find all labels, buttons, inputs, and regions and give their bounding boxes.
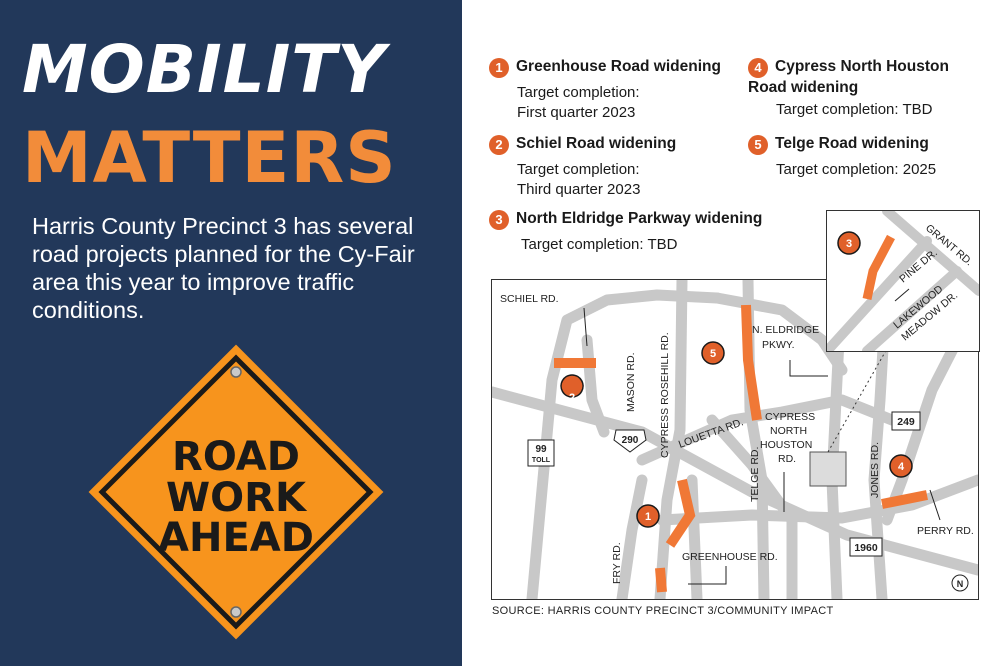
segment-cnh bbox=[881, 490, 928, 509]
sign-line-work: WORK bbox=[166, 475, 308, 521]
svg-text:249: 249 bbox=[897, 416, 915, 428]
svg-text:3: 3 bbox=[846, 238, 852, 250]
project-5-target: Target completion: 2025 bbox=[776, 161, 937, 178]
title-mobility: MOBILITY bbox=[22, 31, 387, 108]
map-marker-4: 4 bbox=[889, 454, 913, 478]
road-work-sign: ROAD WORK AHEAD bbox=[88, 344, 384, 640]
road-cypress-rosehill bbox=[654, 280, 688, 599]
label-mason: MASON RD. bbox=[625, 352, 637, 412]
label-fry: FRY RD. bbox=[611, 542, 623, 584]
svg-text:4: 4 bbox=[898, 461, 905, 473]
inset-svg: 3 GRANT RD. PINE DR. LAKEWOOD MEADOW DR. bbox=[827, 211, 979, 351]
project-5-name: Telge Road widening bbox=[775, 135, 929, 152]
inset-segment-eldridge bbox=[862, 234, 895, 300]
svg-text:290: 290 bbox=[622, 435, 639, 446]
marker-5: 5 bbox=[748, 135, 768, 155]
label-eldridge-2: PKWY. bbox=[762, 339, 794, 351]
sign-line-road: ROAD bbox=[172, 434, 300, 480]
north-arrow-icon: N bbox=[951, 574, 969, 592]
label-jones: JONES RD. bbox=[869, 442, 881, 498]
road-cnh bbox=[706, 414, 798, 599]
svg-text:99: 99 bbox=[535, 444, 547, 455]
label-schiel: SCHIEL RD. bbox=[500, 293, 559, 305]
map-svg: 2 5 1 4 SCHIEL RD. MASON RD. CYPRESS ROS… bbox=[492, 280, 978, 599]
map-marker-1: 1 bbox=[636, 504, 660, 528]
project-2-target-date: Third quarter 2023 bbox=[517, 181, 641, 198]
sign-bolt-top bbox=[230, 366, 242, 378]
project-4-name-line2: Road widening bbox=[748, 79, 859, 96]
marker-4: 4 bbox=[748, 58, 768, 78]
segment-greenhouse bbox=[665, 478, 696, 548]
left-panel: MOBILITY MATTERS Harris County Precinct … bbox=[0, 0, 462, 666]
map-marker-2: 2 bbox=[560, 374, 584, 404]
marker-2: 2 bbox=[489, 135, 509, 155]
label-cypress-rosehill: CYPRESS ROSEHILL RD. bbox=[659, 332, 671, 458]
inset-marker-3: 3 bbox=[837, 231, 861, 255]
shield-290: 290 bbox=[613, 429, 647, 453]
sign-bolt-bottom bbox=[230, 606, 242, 618]
svg-text:2: 2 bbox=[569, 392, 575, 404]
road-louetta bbox=[636, 394, 898, 466]
label-telge: TELGE RD. bbox=[749, 447, 761, 502]
project-4-target: Target completion: TBD bbox=[776, 101, 933, 118]
shield-99-toll: 99 TOLL bbox=[527, 439, 555, 467]
inset-area-box bbox=[809, 451, 847, 487]
svg-text:1960: 1960 bbox=[854, 542, 878, 554]
project-2-target: Target completion: bbox=[517, 161, 640, 178]
road-schiel bbox=[526, 289, 723, 599]
label-cnh-1: CYPRESS bbox=[765, 411, 815, 423]
label-greenhouse: GREENHOUSE RD. bbox=[682, 551, 778, 563]
project-5: 5 Telge Road widening Target completion: … bbox=[748, 135, 936, 180]
inset-road-pine bbox=[827, 236, 932, 351]
title-matters: MATTERS bbox=[22, 117, 397, 199]
road-290 bbox=[492, 386, 978, 576]
svg-text:5: 5 bbox=[710, 348, 716, 360]
road-fry bbox=[616, 474, 648, 599]
inset-road-grant bbox=[882, 211, 979, 296]
svg-text:N: N bbox=[957, 579, 964, 589]
segment-greenhouse-south bbox=[655, 567, 667, 593]
inset-road-lakewood bbox=[862, 266, 962, 351]
sign-line-ahead: AHEAD bbox=[158, 515, 314, 561]
project-3: 3 North Eldridge Parkway widening Target … bbox=[489, 210, 762, 255]
inset-map: 3 GRANT RD. PINE DR. LAKEWOOD MEADOW DR. bbox=[826, 210, 980, 352]
shield-1960: 1960 bbox=[849, 537, 883, 557]
marker-3: 3 bbox=[489, 210, 509, 230]
project-2: 2 Schiel Road widening Target completion:… bbox=[489, 135, 676, 200]
label-cnh-3: HOUSTON bbox=[760, 439, 812, 451]
road-greenhouse bbox=[686, 474, 703, 599]
project-1-target-date: First quarter 2023 bbox=[517, 104, 636, 121]
project-1: 1 Greenhouse Road widening Target complet… bbox=[489, 58, 721, 123]
label-eldridge-1: N. ELDRIDGE bbox=[752, 324, 819, 336]
svg-text:1: 1 bbox=[645, 511, 651, 523]
shield-249: 249 bbox=[891, 411, 921, 431]
svg-text:TOLL: TOLL bbox=[532, 457, 551, 464]
project-4-name-line1: Cypress North Houston bbox=[775, 58, 949, 75]
road-1960 bbox=[656, 474, 978, 526]
road-north-arc bbox=[711, 292, 848, 376]
project-3-target: Target completion: TBD bbox=[521, 236, 678, 253]
marker-1: 1 bbox=[489, 58, 509, 78]
project-3-name: North Eldridge Parkway widening bbox=[516, 210, 763, 227]
map-marker-5: 5 bbox=[701, 341, 725, 365]
intro-text: Harris County Precinct 3 has several roa… bbox=[32, 213, 415, 323]
label-cnh-4: RD. bbox=[778, 453, 796, 465]
source-credit: SOURCE: HARRIS COUNTY PRECINCT 3/COMMUNI… bbox=[492, 605, 834, 617]
project-1-name: Greenhouse Road widening bbox=[516, 58, 721, 75]
label-cnh-2: NORTH bbox=[770, 425, 807, 437]
project-4: 4 Cypress North Houston Road widening Tar… bbox=[748, 58, 949, 120]
project-1-target: Target completion: bbox=[517, 84, 640, 101]
label-perry: PERRY RD. bbox=[917, 525, 974, 537]
segment-telge bbox=[741, 304, 762, 421]
project-2-name: Schiel Road widening bbox=[516, 135, 677, 152]
